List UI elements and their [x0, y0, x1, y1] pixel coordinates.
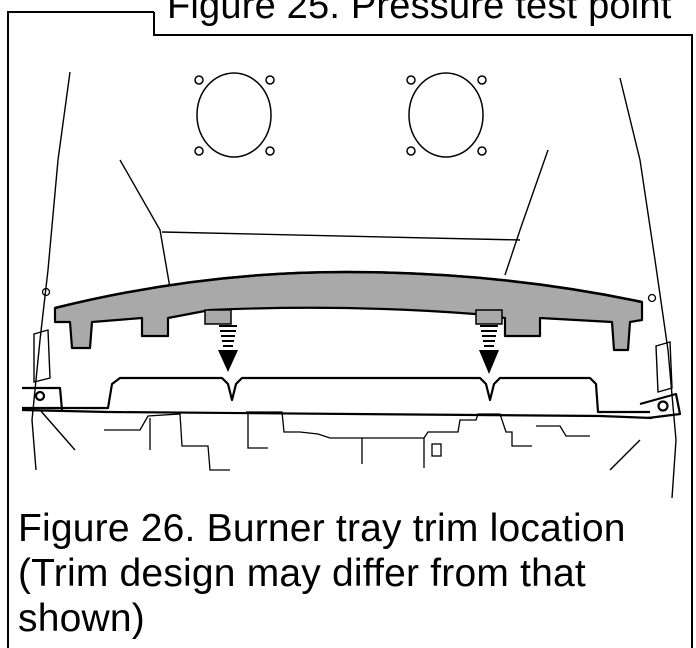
figure-caption-line-1: Figure 26. Burner tray trim location	[18, 507, 626, 550]
left-bracket	[22, 386, 64, 411]
side-brackets	[33, 329, 673, 393]
right-outer-wall	[619, 77, 677, 499]
trim-tab-left	[204, 309, 232, 325]
side-screws	[41, 287, 657, 303]
arrow-left	[218, 325, 238, 372]
left-screw	[41, 287, 51, 297]
burner-port-right	[406, 72, 487, 158]
left-outer-wall	[31, 71, 71, 471]
left-side-bracket	[33, 329, 51, 383]
border-caption-box	[153, 12, 693, 648]
trim-tab-right	[475, 309, 503, 325]
burner-tray-trim	[53, 270, 644, 352]
tray-outline	[22, 376, 650, 414]
figure-caption: Figure 26. Burner tray trim location (Tr…	[18, 506, 678, 641]
burner-port-left	[194, 72, 275, 158]
trim-top-edge	[54, 270, 643, 310]
right-inner-wall	[504, 149, 549, 276]
figure-caption-line-2: (Trim design may differ from that	[18, 552, 586, 595]
left-inner-wall	[119, 159, 171, 289]
appliance-outline	[31, 71, 677, 499]
right-bottom-diagonal	[609, 439, 641, 471]
back-panel-edge	[161, 231, 521, 241]
tray-lower-edge	[21, 408, 653, 420]
right-screw	[647, 293, 657, 303]
right-bracket-hole	[657, 400, 669, 412]
arrow-right	[479, 325, 499, 374]
valve-block	[431, 443, 442, 457]
right-side-bracket	[655, 341, 673, 393]
trim-tabs	[204, 309, 503, 325]
lower-burner-details	[104, 411, 590, 471]
border-top-left	[7, 11, 154, 648]
right-bracket	[639, 392, 682, 420]
burner-tray	[21, 376, 682, 420]
previous-figure-caption: Figure 25. Pressure test point	[167, 0, 672, 27]
left-bracket-hole	[34, 390, 46, 402]
figure-border	[7, 11, 693, 648]
figure-caption-line-3: shown)	[18, 597, 145, 640]
insert-arrows	[218, 325, 499, 374]
left-bottom-diagonal	[39, 409, 76, 451]
